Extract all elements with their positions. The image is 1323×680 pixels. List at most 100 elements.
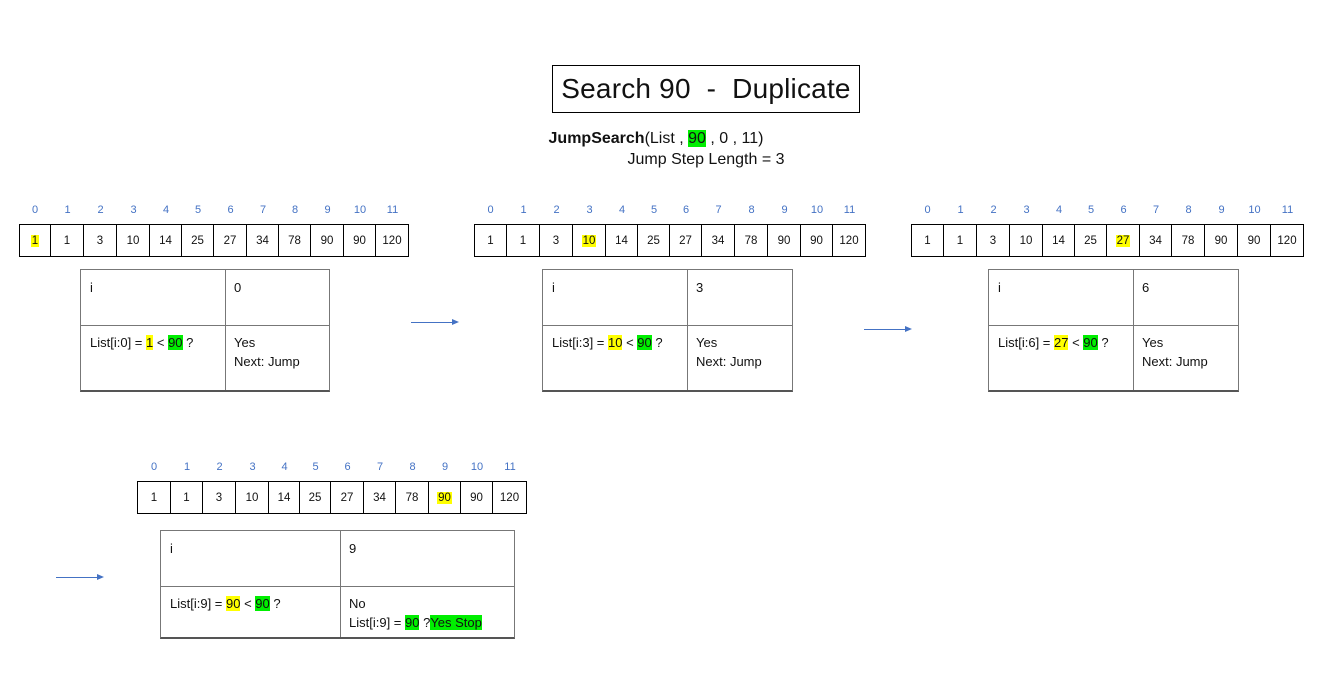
index-label: 0: [924, 204, 931, 216]
result-check-question: ?: [419, 615, 431, 630]
index-label: 4: [618, 204, 626, 216]
i-value-text: 9: [349, 541, 357, 556]
index-label: 6: [682, 204, 690, 216]
array-value: 25: [191, 234, 204, 247]
array-value: 25: [308, 491, 322, 504]
index-label: 7: [376, 461, 384, 473]
index-label: 10: [810, 204, 824, 216]
array-cell: 90: [344, 224, 376, 257]
condition-target: 90: [255, 596, 270, 611]
condition-question: ?: [651, 335, 663, 350]
condition-prefix: List[i:6] =: [998, 335, 1054, 350]
array-cell: 14: [269, 481, 300, 514]
array-value: 10: [126, 234, 140, 247]
jump-step-length: Jump Step Length = 3: [627, 151, 785, 168]
i-label: i: [81, 272, 225, 303]
array-cell: 90: [1205, 224, 1238, 257]
index-label: 4: [281, 461, 288, 473]
condition: List[i:3] = 10 < 90 ?: [543, 327, 687, 358]
index-label: 7: [1152, 204, 1160, 216]
array-cell: 10: [117, 224, 150, 257]
index-label: 9: [441, 461, 449, 473]
i-label-text: i: [170, 541, 173, 556]
index-label: 7: [259, 204, 267, 216]
array-cell: 78: [396, 481, 429, 514]
condition: List[i:0] = 1 < 90 ?: [81, 327, 225, 358]
result-check-value: 90: [405, 615, 420, 630]
array-cell: 25: [300, 481, 331, 514]
array-cell: 1: [911, 224, 944, 257]
result-answer: No: [349, 596, 366, 611]
array-value: 34: [711, 234, 725, 247]
array-value: 3: [989, 234, 997, 247]
i-label: i: [161, 533, 340, 564]
result-line-1: No: [349, 594, 482, 613]
array-cell: 34: [702, 224, 735, 257]
array-cell: 3: [84, 224, 117, 257]
array-cell: 27: [331, 481, 364, 514]
array-value: 78: [288, 234, 301, 247]
result-answer: Yes: [1142, 335, 1164, 350]
i-label-text: i: [90, 280, 93, 295]
index-label: 8: [291, 204, 299, 216]
index-label: 2: [553, 204, 560, 216]
index-label: 1: [64, 204, 71, 216]
array-cell: 34: [1140, 224, 1172, 257]
array-cell: 78: [735, 224, 768, 257]
array-value: 3: [96, 234, 104, 247]
condition-target: 90: [637, 335, 652, 350]
table-divider: [225, 270, 226, 390]
array-value: 1: [487, 234, 494, 247]
array-cell: 25: [1075, 224, 1107, 257]
index-label: 11: [1281, 204, 1294, 216]
array-value: 14: [1052, 234, 1065, 247]
array-value: 10: [245, 491, 259, 504]
array-cell: 34: [247, 224, 279, 257]
index-label: 11: [386, 204, 399, 216]
array-cell: 25: [182, 224, 214, 257]
index-label: 5: [1087, 204, 1095, 216]
index-label: 0: [31, 204, 39, 216]
array-cell: 14: [150, 224, 182, 257]
array-value: 1: [956, 234, 964, 247]
array-value: 120: [499, 491, 520, 504]
array-cell: 1: [944, 224, 977, 257]
table-divider: [543, 325, 792, 326]
result-line-2: Next: Jump: [1142, 352, 1208, 371]
table-divider: [989, 325, 1238, 326]
index-label: 3: [130, 204, 137, 216]
i-value: 9: [340, 533, 365, 564]
index-label: 9: [324, 204, 331, 216]
condition-question: ?: [269, 596, 281, 611]
array-cell: 27: [670, 224, 702, 257]
index-label: 3: [586, 204, 593, 216]
index-label: 6: [344, 461, 351, 473]
array-cell: 78: [279, 224, 311, 257]
array-cell: 25: [638, 224, 670, 257]
index-label: 10: [470, 461, 484, 473]
array-value: 3: [215, 491, 223, 504]
index-label: 5: [312, 461, 319, 473]
array-cell: 10: [573, 224, 606, 257]
array-cell: 120: [376, 224, 409, 257]
index-label: 3: [1023, 204, 1030, 216]
i-label: i: [989, 272, 1133, 303]
table-divider: [81, 325, 329, 326]
index-label: 2: [97, 204, 104, 216]
index-label: 11: [504, 461, 516, 473]
index-label: 10: [1248, 204, 1261, 216]
array-value: 14: [159, 234, 172, 247]
array-cell: 78: [1172, 224, 1205, 257]
condition-operator: <: [240, 596, 256, 611]
table-divider: [687, 270, 688, 390]
result-line-2: Next: Jump: [234, 352, 300, 371]
array-cell: 1: [171, 481, 203, 514]
index-label: 6: [1120, 204, 1127, 216]
result-next: Next: Jump: [1142, 354, 1208, 369]
condition-prefix: List[i:3] =: [552, 335, 608, 350]
array-value: 27: [340, 491, 354, 504]
